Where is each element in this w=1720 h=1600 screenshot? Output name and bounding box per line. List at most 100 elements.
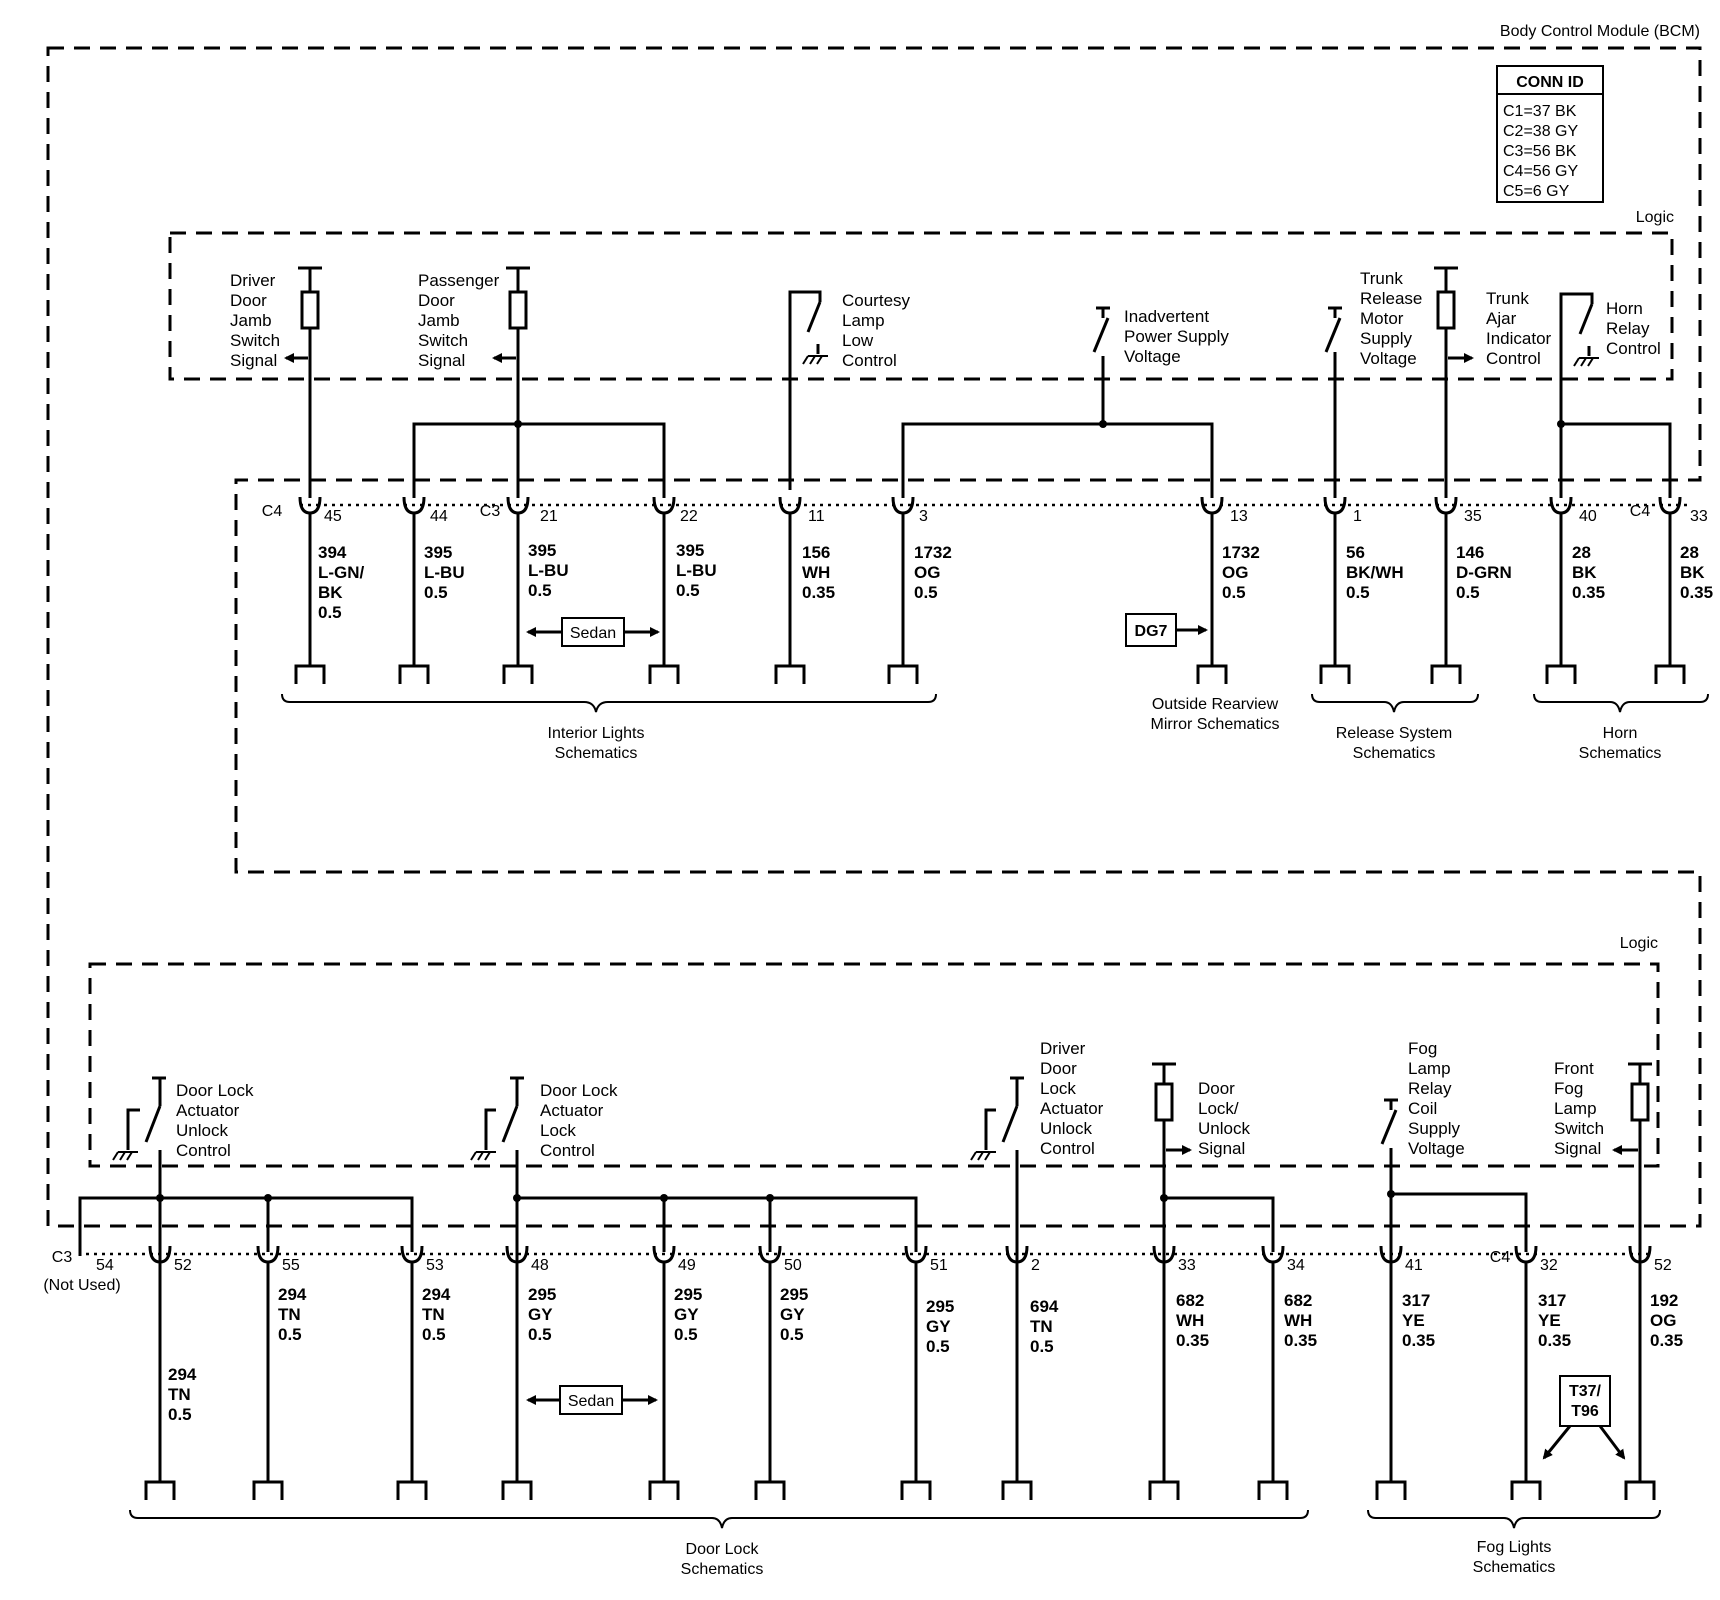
group-horn: Horn: [1603, 725, 1638, 742]
wire-label: 0.5: [424, 583, 448, 602]
svg-text:Sedan: Sedan: [570, 625, 616, 642]
svg-text:Control: Control: [1040, 1139, 1095, 1158]
pin-top-21: 21: [506, 496, 558, 525]
svg-text:DG7: DG7: [1135, 623, 1168, 640]
svg-text:Trunk: Trunk: [1486, 289, 1529, 308]
fn-passenger-door-jamb-switch-signal: Passenger Door Jamb Switch Signal: [418, 271, 500, 370]
fn-driver-door-lock-actuator-unlock-control: Driver Door Lock Actuator Unlock Control: [1040, 1039, 1104, 1158]
pin-bottom-41: 41: [1379, 1245, 1423, 1274]
wire-label: WH: [1284, 1311, 1312, 1330]
svg-text:Actuator: Actuator: [540, 1101, 604, 1120]
wire-label: 317: [1538, 1291, 1566, 1310]
svg-text:Mirror Schematics: Mirror Schematics: [1151, 716, 1280, 733]
wire-label: 295: [674, 1285, 702, 1304]
conn-id-header: CONN ID: [1516, 74, 1584, 91]
pin-number: 44: [430, 508, 448, 525]
fn-courtesy-lamp-low-control: Courtesy Lamp Low Control: [842, 291, 911, 370]
top-groups: Interior Lights Schematics Outside Rearv…: [281, 693, 1709, 762]
fn-trunk-ajar-indicator-control: Trunk Ajar Indicator Control: [1486, 289, 1552, 368]
wire-label: 0.5: [168, 1405, 192, 1424]
wire-label: 682: [1176, 1291, 1204, 1310]
wire-label: 146: [1456, 543, 1484, 562]
pin-number: 1: [1353, 508, 1362, 525]
connector-not-used: (Not Used): [43, 1277, 120, 1294]
svg-text:Schematics: Schematics: [1473, 1559, 1556, 1576]
pin-bottom-53: 53: [400, 1245, 444, 1274]
wire-label: D-GRN: [1456, 563, 1512, 582]
wire-label: 0.5: [422, 1325, 446, 1344]
conn-id-line: C4=56 GY: [1503, 163, 1578, 180]
pin-number: 21: [540, 508, 558, 525]
bottom-wires: 294TN0.5294TN0.5294TN0.5295GY0.5295GY0.5…: [144, 1272, 1683, 1500]
pin-number: 51: [930, 1257, 948, 1274]
fn-door-lock-actuator-unlock-control: Door Lock Actuator Unlock Control: [176, 1081, 254, 1160]
svg-text:Switch: Switch: [230, 331, 280, 350]
svg-text:Ajar: Ajar: [1486, 309, 1517, 328]
pin-top-33: 33: [1658, 496, 1708, 525]
fn-front-fog-lamp-switch-signal: Front Fog Lamp Switch Signal: [1554, 1059, 1604, 1158]
wire-label: BK: [1680, 563, 1705, 582]
pin-number: 41: [1405, 1257, 1423, 1274]
pin-number: 50: [784, 1257, 802, 1274]
fn-door-lock-actuator-lock-control: Door Lock Actuator Lock Control: [540, 1081, 618, 1160]
wire-label: 295: [926, 1297, 954, 1316]
logic-label-top: Logic: [1636, 209, 1674, 226]
wire-label: 394: [318, 543, 347, 562]
pin-number: 49: [678, 1257, 696, 1274]
svg-text:Lamp: Lamp: [842, 311, 885, 330]
wire-label: 0.5: [278, 1325, 302, 1344]
svg-text:Fog: Fog: [1554, 1079, 1583, 1098]
svg-text:Power Supply: Power Supply: [1124, 327, 1229, 346]
wire-label: 0.5: [1030, 1337, 1054, 1356]
bcm-module: Body Control Module (BCM): [46, 23, 1702, 1228]
pin-top-35: 35: [1434, 496, 1482, 525]
wire-label: 0.5: [926, 1337, 950, 1356]
wire-label: 192: [1650, 1291, 1678, 1310]
wire-label: L-BU: [676, 561, 717, 580]
connector-c4-top: C4: [262, 503, 283, 520]
svg-text:Door Lock: Door Lock: [540, 1081, 618, 1100]
svg-text:Unlock: Unlock: [176, 1121, 228, 1140]
fn-horn-relay-control: Horn Relay Control: [1606, 299, 1661, 358]
pin-bottom-52: 52: [148, 1245, 192, 1274]
wire-label: OG: [914, 563, 940, 582]
connector-c3-top: C3: [480, 503, 501, 520]
svg-text:Passenger: Passenger: [418, 271, 500, 290]
svg-text:Actuator: Actuator: [1040, 1099, 1104, 1118]
wire-label: WH: [802, 563, 830, 582]
svg-text:Trunk: Trunk: [1360, 269, 1403, 288]
svg-text:Voltage: Voltage: [1360, 349, 1417, 368]
pin-number: 11: [808, 508, 825, 525]
pin-number: 54: [96, 1257, 114, 1274]
logic-box-bottom: [88, 962, 1660, 1168]
pin-bottom-2: 2: [1005, 1245, 1040, 1274]
wire-label: 1732: [1222, 543, 1260, 562]
sedan-option-bottom: Sedan: [526, 1385, 658, 1415]
wire-label: 395: [676, 541, 704, 560]
group-fog-lights: Fog Lights: [1477, 1539, 1552, 1556]
logic-label-bottom: Logic: [1620, 935, 1658, 952]
wire-label: L-BU: [424, 563, 465, 582]
pin-number: 48: [531, 1257, 549, 1274]
svg-text:Courtesy: Courtesy: [842, 291, 911, 310]
pin-top-13: 13: [1200, 496, 1248, 525]
wire-label: BK: [318, 583, 343, 602]
pin-number: 45: [324, 508, 342, 525]
wire-label: BK: [1572, 563, 1597, 582]
wire-label: 28: [1680, 543, 1699, 562]
wire-label: 395: [424, 543, 452, 562]
wire-label: 317: [1402, 1291, 1430, 1310]
bottom-components: [112, 1062, 1652, 1268]
svg-text:Supply: Supply: [1408, 1119, 1460, 1138]
wire-label: YE: [1402, 1311, 1425, 1330]
wire-label: OG: [1650, 1311, 1676, 1330]
